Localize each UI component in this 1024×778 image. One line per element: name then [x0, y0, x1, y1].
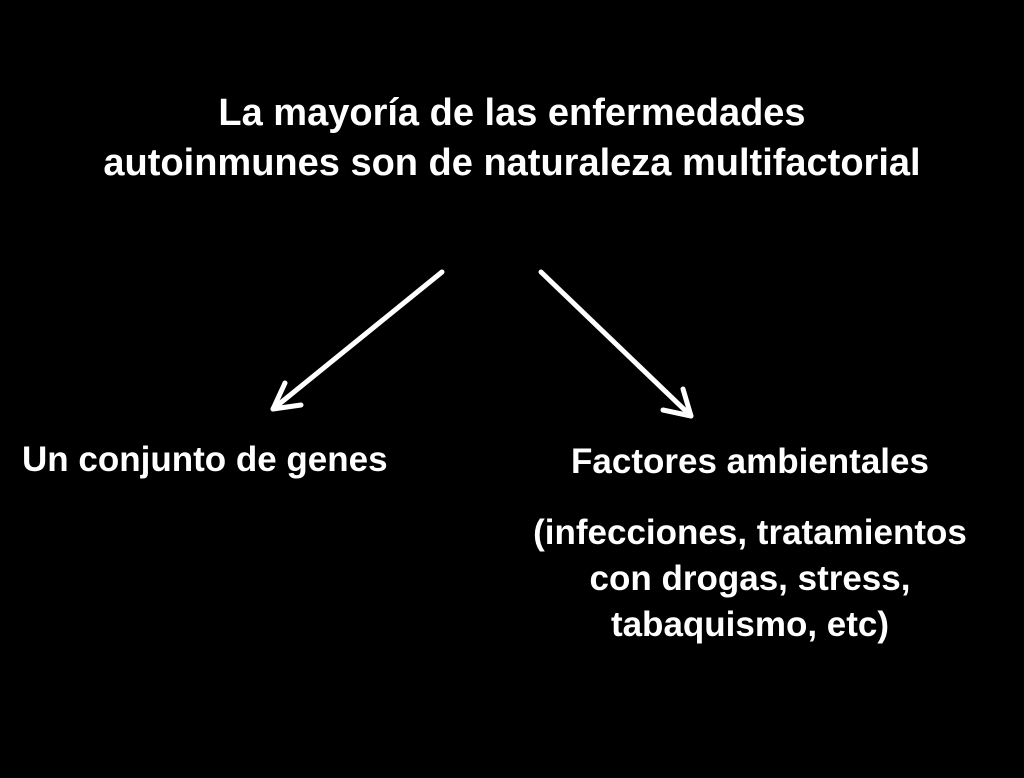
- slide-title-line-2: autoinmunes son de naturaleza multifacto…: [103, 142, 921, 184]
- arrow-down-right-icon: [538, 269, 694, 419]
- environmental-detail-line-2: con drogas, stress,: [589, 559, 911, 598]
- slide-title-line-1: La mayoría de las enfermedades: [218, 92, 806, 134]
- slide-title: La mayoría de las enfermedades autoinmun…: [0, 88, 1024, 188]
- environmental-factors-label: Factores ambientales: [571, 442, 929, 481]
- genes-label: Un conjunto de genes: [22, 440, 388, 479]
- environmental-detail-line-3: tabaquismo, etc): [610, 605, 890, 644]
- environmental-factors-detail: (infecciones, tratamientos con drogas, s…: [490, 510, 1010, 648]
- environmental-detail-line-1: (infecciones, tratamientos: [533, 513, 967, 552]
- arrow-down-left-icon: [270, 269, 445, 412]
